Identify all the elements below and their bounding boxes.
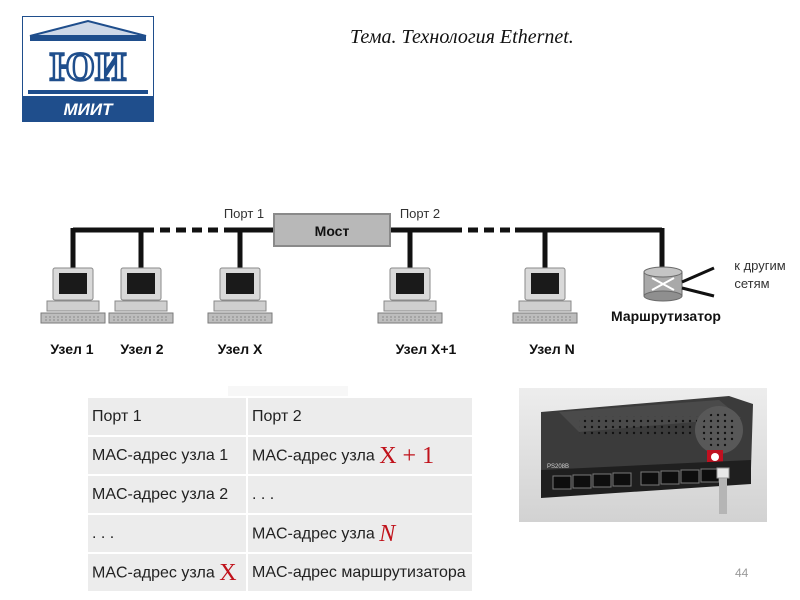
node-variable: X xyxy=(219,559,237,586)
table-caption-remnant xyxy=(228,386,348,396)
node-label: Узел 1 xyxy=(50,341,93,357)
node-label: Узел X+1 xyxy=(396,341,457,357)
table-row: . . . MAC-адрес узла N xyxy=(86,513,474,554)
node-label: Узел X xyxy=(218,341,263,357)
table-cell: . . . xyxy=(86,513,248,554)
logo-banner-text: МИИТ xyxy=(64,100,115,119)
other-networks-line1: к другим xyxy=(734,258,785,273)
cell-text: MAC-адрес узла xyxy=(252,525,375,543)
computer-icon xyxy=(377,267,443,324)
table-cell: MAC-адрес узла 2 xyxy=(86,474,248,515)
cell-text: MAC-адрес узла xyxy=(252,447,375,465)
switch-model-label: PS208B xyxy=(547,464,569,470)
cell-text: MAC-адрес узла xyxy=(92,564,215,582)
address-table: Порт 1 Порт 2 MAC-адрес узла 1 MAC-адрес… xyxy=(86,396,474,593)
uplink-line xyxy=(681,286,715,298)
miit-logo: ЮИ МИИТ xyxy=(22,16,154,122)
node-variable: N xyxy=(379,520,396,547)
table-cell: MAC-адрес узла X + 1 xyxy=(246,435,474,476)
table-row: MAC-адрес узла 1 MAC-адрес узла X + 1 xyxy=(86,435,474,476)
router-icon xyxy=(643,266,683,302)
router-label: Маршрутизатор xyxy=(611,308,721,324)
table-row: MAC-адрес узла X MAC-адрес маршрутизатор… xyxy=(86,552,474,593)
computer-icon xyxy=(512,267,578,324)
page-number: 44 xyxy=(735,566,749,580)
node-label: Узел N xyxy=(529,341,574,357)
node-label: Узел 2 xyxy=(120,341,163,357)
table-row: Порт 1 Порт 2 xyxy=(86,396,474,437)
table-row: MAC-адрес узла 2 . . . xyxy=(86,474,474,515)
table-cell: Порт 2 xyxy=(246,396,474,437)
network-diagram: Мост Порт 1 Порт 2 к другим сетям Маршру… xyxy=(40,206,786,357)
computer-icon xyxy=(207,267,273,324)
table-cell: Порт 1 xyxy=(86,396,248,437)
computer-icon xyxy=(108,267,174,324)
table-cell: MAC-адрес узла N xyxy=(246,513,474,554)
bridge-box xyxy=(273,213,391,247)
table-cell: MAC-адрес маршрутизатора xyxy=(246,552,474,593)
port2-label: Порт 2 xyxy=(400,206,440,221)
table-cell: . . . xyxy=(246,474,474,515)
node-variable: X + 1 xyxy=(379,442,435,469)
port1-label: Порт 1 xyxy=(224,206,264,221)
bridge-label: Мост xyxy=(315,223,350,239)
other-networks-line2: сетям xyxy=(734,276,769,291)
logo-letters: ЮИ xyxy=(50,44,126,89)
uplink-line xyxy=(681,266,715,284)
slide-title: Тема. Технология Ethernet. xyxy=(350,26,574,48)
table-cell: MAC-адрес узла X xyxy=(86,552,248,593)
switch-photo: PS208B xyxy=(519,388,767,522)
table-cell: MAC-адрес узла 1 xyxy=(86,435,248,476)
switch-ports xyxy=(552,468,720,490)
computer-icon xyxy=(40,267,106,324)
